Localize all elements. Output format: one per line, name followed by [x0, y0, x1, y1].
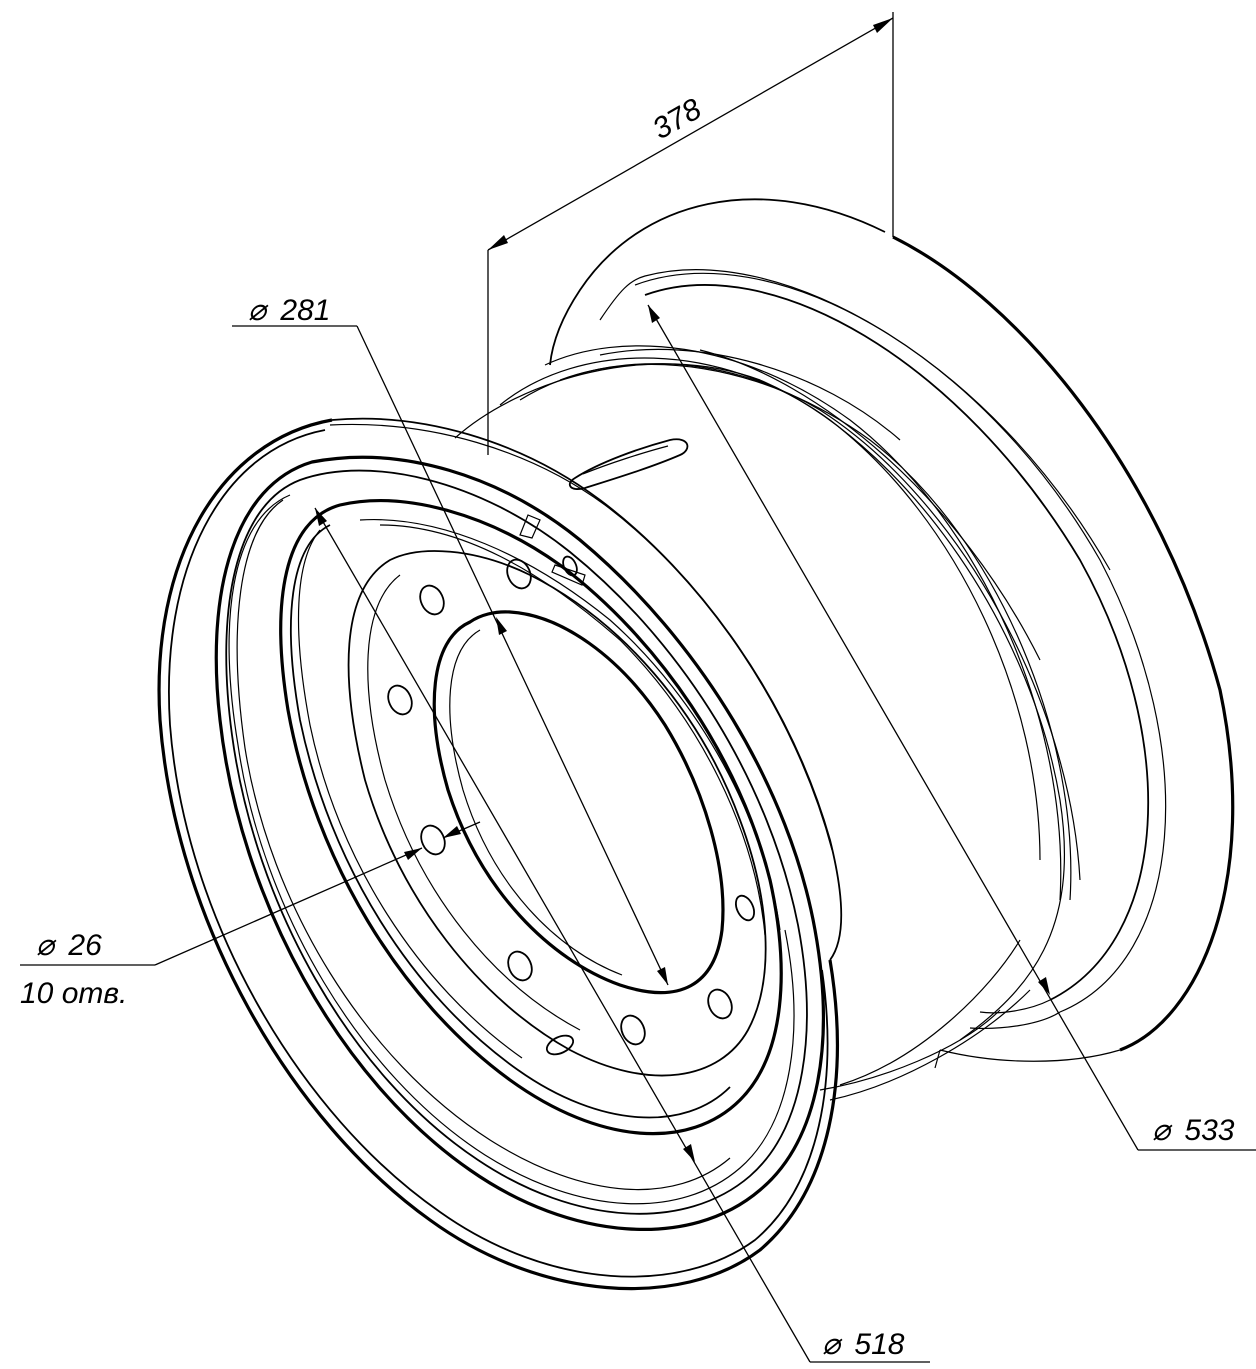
bolt-hole — [387, 684, 413, 716]
bolt-hole — [420, 824, 446, 856]
front-flange — [157, 417, 843, 1291]
dimension-label-518: 518 — [854, 1328, 904, 1361]
svg-text:⌀ 26: ⌀ 26 — [36, 929, 102, 962]
bolt-holes — [387, 555, 755, 1056]
dimension-hub-bore: ⌀ 281 — [232, 294, 669, 986]
bolt-hole — [707, 988, 733, 1020]
diameter-symbol: ⌀ — [822, 1328, 843, 1361]
rim-barrel — [454, 345, 1081, 1101]
bolt-hole — [545, 1034, 575, 1056]
diameter-symbol: ⌀ — [36, 929, 57, 962]
bolt-hole — [506, 558, 532, 590]
bolt-hole — [735, 894, 755, 922]
bolt-hole — [419, 584, 445, 616]
bolt-hole — [620, 1014, 646, 1046]
dimension-overall-width: 378 — [487, 12, 894, 455]
svg-text:⌀ 533: ⌀ 533 — [1152, 1114, 1235, 1147]
dimension-label-26: 26 — [67, 929, 102, 962]
dimension-label-378: 378 — [647, 92, 707, 146]
svg-text:⌀ 281: ⌀ 281 — [248, 294, 330, 327]
dimension-label-281: 281 — [279, 294, 330, 327]
bolt-hole-count-label: 10 отв. — [20, 977, 127, 1010]
dimension-inner-rim: ⌀ 518 — [314, 507, 930, 1363]
svg-text:⌀ 518: ⌀ 518 — [822, 1328, 905, 1361]
diameter-symbol: ⌀ — [1152, 1114, 1173, 1147]
valve-detail — [519, 514, 586, 586]
diameter-symbol: ⌀ — [248, 294, 269, 327]
dimension-label-533: 533 — [1184, 1114, 1234, 1147]
dimension-bolt-holes: ⌀ 26 10 отв. — [20, 821, 481, 1010]
rear-flange — [549, 198, 1235, 1062]
dimension-outer-rim: ⌀ 533 — [647, 304, 1256, 1151]
bolt-hole — [507, 950, 533, 982]
